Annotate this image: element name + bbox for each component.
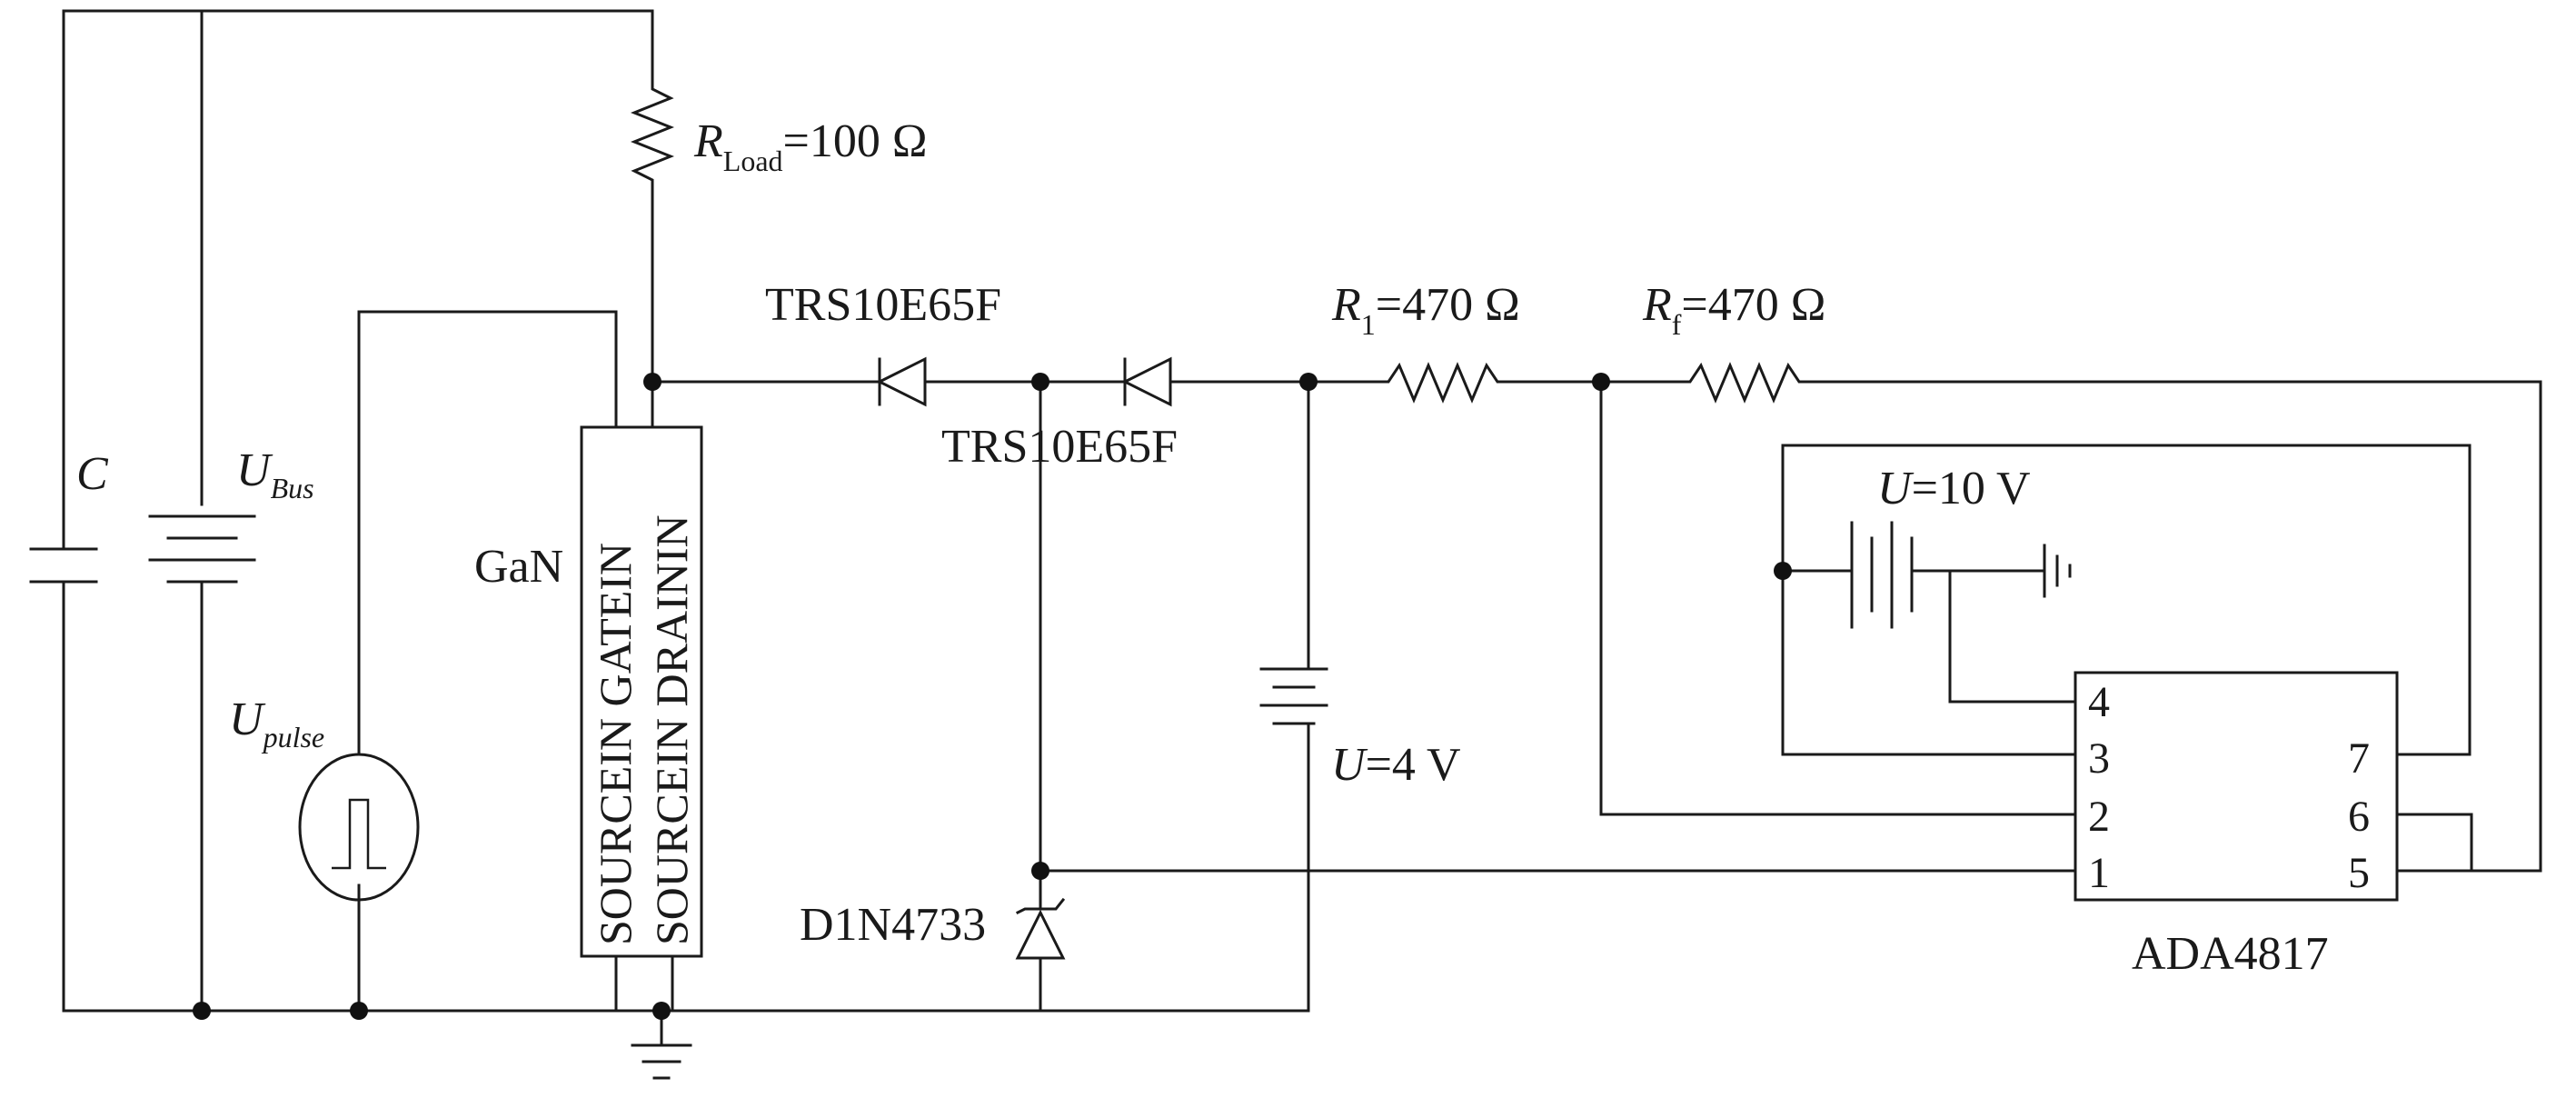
zener-label: D1N4733 xyxy=(800,899,986,951)
junction-dot xyxy=(1774,562,1792,580)
gan-label: GaN xyxy=(474,541,563,593)
opamp-pin-4: 4 xyxy=(2088,678,2110,726)
junction-dot xyxy=(1031,373,1049,391)
resistor-r1 xyxy=(1307,362,1603,404)
diode2-label: TRS10E65F xyxy=(941,421,1178,473)
junction-dot xyxy=(1592,373,1610,391)
rload-label: RLoad=100 Ω xyxy=(693,115,928,177)
opamp-pin-3: 3 xyxy=(2088,734,2110,783)
capacitor-label: C xyxy=(76,448,109,500)
gan-pins-col1: SOURCEIN GATEIN xyxy=(590,543,641,945)
junction-dot xyxy=(1031,862,1049,880)
pulse-source xyxy=(298,310,618,1013)
battery-ubus xyxy=(148,514,256,1013)
wire-top-bus xyxy=(62,9,654,506)
gan-pins-col2: SOURCEIN DRAININ xyxy=(646,514,697,945)
junction-dot xyxy=(643,373,661,391)
junction-dot xyxy=(652,1002,671,1020)
battery-4v xyxy=(1259,380,1328,1013)
opamp-label: ADA4817 xyxy=(2132,928,2329,980)
ground-symbol-bottom xyxy=(631,1043,692,1080)
junction-dot xyxy=(350,1002,368,1020)
u4v-label: U=4 V xyxy=(1331,739,1461,791)
opamp-pin-6: 6 xyxy=(2348,793,2370,841)
opamp-pin-5: 5 xyxy=(2348,849,2370,897)
capacitor-c xyxy=(29,9,98,1013)
opamp-pin-2: 2 xyxy=(2088,793,2110,841)
opamp-ada4817 xyxy=(2074,671,2473,902)
rf-label: Rf=470 Ω xyxy=(1642,279,1825,341)
battery-10v xyxy=(1781,444,2472,756)
opamp-pin-1: 1 xyxy=(2088,849,2110,897)
r1-label: R1=470 Ω xyxy=(1331,279,1520,341)
diode-trs10e65f-2 xyxy=(1121,356,1172,407)
diode-trs10e65f-1 xyxy=(876,356,927,407)
resistor-rf xyxy=(1599,362,2542,873)
ground-symbol-right xyxy=(2043,544,2072,598)
diode1-label: TRS10E65F xyxy=(765,279,1001,331)
wire-bottom-bus xyxy=(62,1009,1310,1047)
wire-to-pin2 xyxy=(1599,380,2077,816)
upulse-label: Upulse xyxy=(229,694,324,754)
junction-dot xyxy=(193,1002,211,1020)
u10v-label: U=10 V xyxy=(1877,463,2031,514)
zener-d1n4733 xyxy=(1015,897,1066,1013)
junction-dot xyxy=(1299,373,1318,391)
opamp-pin-7: 7 xyxy=(2348,734,2370,783)
resistor-rload xyxy=(630,69,675,384)
junction-dots xyxy=(193,373,1792,1020)
ubus-label: UBus xyxy=(236,444,314,504)
